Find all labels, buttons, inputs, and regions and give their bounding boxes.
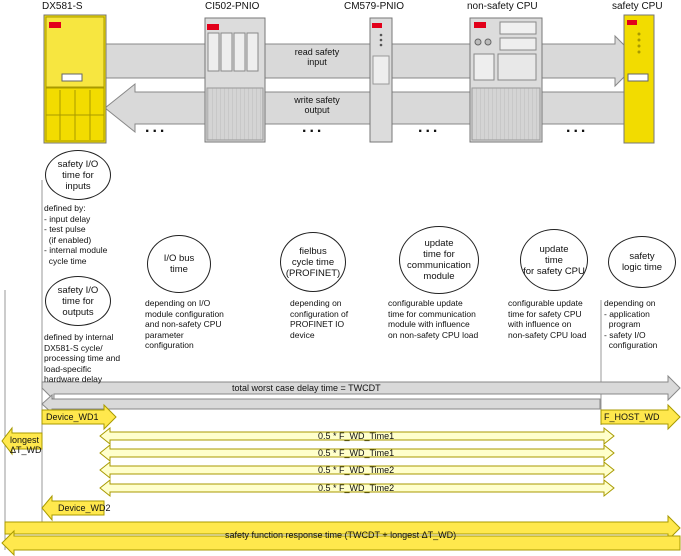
desc-comm-module: configurable update time for communicati…	[388, 298, 479, 340]
desc-safety-logic: depending on - application program - saf…	[604, 298, 658, 350]
desc-outputs: defined by internal DX581-S cycle/ proce…	[44, 332, 121, 384]
fwd2b-label: 0.5 * F_WD_Time2	[318, 483, 395, 493]
ci502-module	[204, 17, 266, 143]
fwd2b-arrow	[99, 478, 615, 498]
fwd1a-label: 0.5 * F_WD_Time1	[318, 431, 395, 441]
device-wd2-arrow	[41, 494, 105, 522]
bubble-safety-logic: safety logic time	[608, 236, 676, 288]
cm579-module	[369, 17, 393, 143]
bubble-fieldbus: fielbus cycle time (PROFINET)	[280, 232, 346, 292]
fwd1b-arrow	[99, 443, 615, 463]
fwd2a-label: 0.5 * F_WD_Time2	[318, 465, 395, 475]
twcdt-arrow-left-segment	[41, 393, 601, 415]
bubble-safety-io-inputs: safety I/O time for inputs	[45, 150, 111, 200]
device-wd1-label: Device_WD1	[46, 412, 99, 422]
twcdt-arrow	[41, 374, 681, 402]
fwd1a-arrow	[99, 426, 615, 446]
header-dx581: DX581-S	[42, 1, 83, 12]
device-wd2-label: Device_WD2	[58, 503, 111, 513]
header-cm579: CM579-PNIO	[344, 1, 405, 12]
fwd1b-label: 0.5 * F_WD_Time1	[318, 448, 395, 458]
response-time-label: safety function response time (TWCDT + l…	[225, 530, 457, 540]
longest-wd-label: longest ΔT_WD	[10, 435, 42, 455]
twcdt-label: total worst case delay time = TWCDT	[232, 383, 381, 393]
header-safety-cpu: safety CPU	[612, 1, 663, 12]
desc-io-bus: depending on I/O module configuration an…	[145, 298, 224, 350]
dots-2: ...	[302, 119, 325, 136]
fwd2a-arrow	[99, 460, 615, 480]
bubble-comm-module: update time for communication module	[399, 226, 479, 294]
bubble-safety-io-outputs: safety I/O time for outputs	[45, 276, 111, 326]
response-arrow-left	[1, 529, 681, 556]
device-wd1-arrow	[41, 403, 117, 431]
header-ci502: CI502-PNIO	[205, 1, 260, 12]
safety-cpu-module	[623, 14, 655, 144]
f-host-wd-label: F_HOST_WD	[604, 412, 660, 422]
bubble-io-bus: I/O bus time	[147, 235, 211, 293]
header-nonsafety-cpu: non-safety CPU	[467, 1, 538, 12]
response-arrow-right	[4, 514, 681, 542]
desc-fieldbus: depending on configuration of PROFINET I…	[290, 298, 349, 340]
nonsafety-cpu-module	[469, 17, 543, 143]
dots-4: ...	[566, 119, 589, 136]
bubble-safety-cpu-update: update time for safety CPU	[520, 229, 588, 291]
write-safety-output-label: write safety output	[294, 95, 340, 115]
read-safety-input-label: read safety input	[294, 47, 340, 67]
dx581-module	[43, 14, 107, 144]
dots-1: ...	[145, 119, 168, 136]
longest-wd-arrow	[1, 426, 43, 456]
desc-safety-cpu-update: configurable update time for safety CPU …	[508, 298, 587, 340]
f-host-wd-arrow	[600, 403, 681, 431]
desc-inputs: defined by: - input delay - test pulse (…	[44, 203, 108, 266]
dots-3: ...	[418, 119, 441, 136]
